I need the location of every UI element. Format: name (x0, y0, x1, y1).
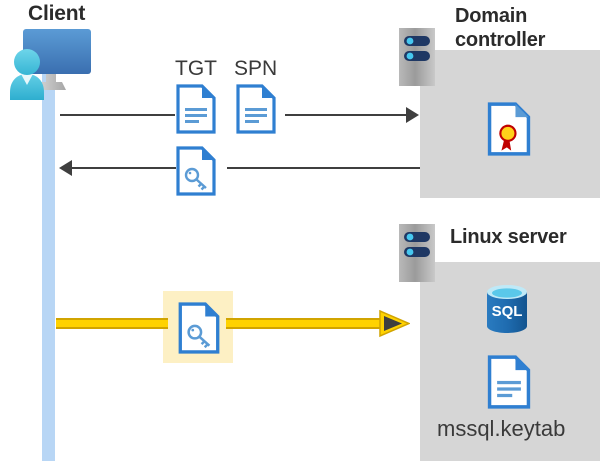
present-ticket-line-segment-right (226, 318, 386, 329)
response-line-segment-left (71, 167, 176, 169)
present-ticket-line-segment-left (56, 318, 168, 329)
request-line-segment-left (60, 114, 175, 116)
service-ticket-key-document-icon (178, 302, 220, 354)
tgt-document-icon (176, 84, 216, 134)
client-title: Client (28, 2, 86, 25)
spn-document-icon (236, 84, 276, 134)
response-arrowhead-left (59, 160, 72, 176)
linux-server-rack-icon (399, 224, 435, 282)
tgt-label: TGT (175, 57, 217, 80)
linux-server-title: Linux server (450, 226, 567, 248)
response-line-segment-right (227, 167, 420, 169)
sql-icon-text: SQL (492, 303, 523, 320)
certificate-document-icon (487, 102, 531, 156)
sql-database-icon: SQL (483, 283, 531, 335)
keytab-file-label: mssql.keytab (437, 416, 566, 441)
domain-controller-title: Domain controller (455, 5, 546, 51)
key-document-icon (176, 146, 216, 196)
present-ticket-arrowhead-right (379, 308, 411, 339)
client-computer-user-icon (4, 26, 96, 100)
client-lifeline (42, 70, 55, 461)
request-arrowhead-right (406, 107, 419, 123)
keytab-document-icon (487, 355, 531, 409)
request-line-segment-right (285, 114, 407, 116)
domain-controller-server-rack-icon (399, 28, 435, 86)
spn-label: SPN (234, 57, 278, 80)
